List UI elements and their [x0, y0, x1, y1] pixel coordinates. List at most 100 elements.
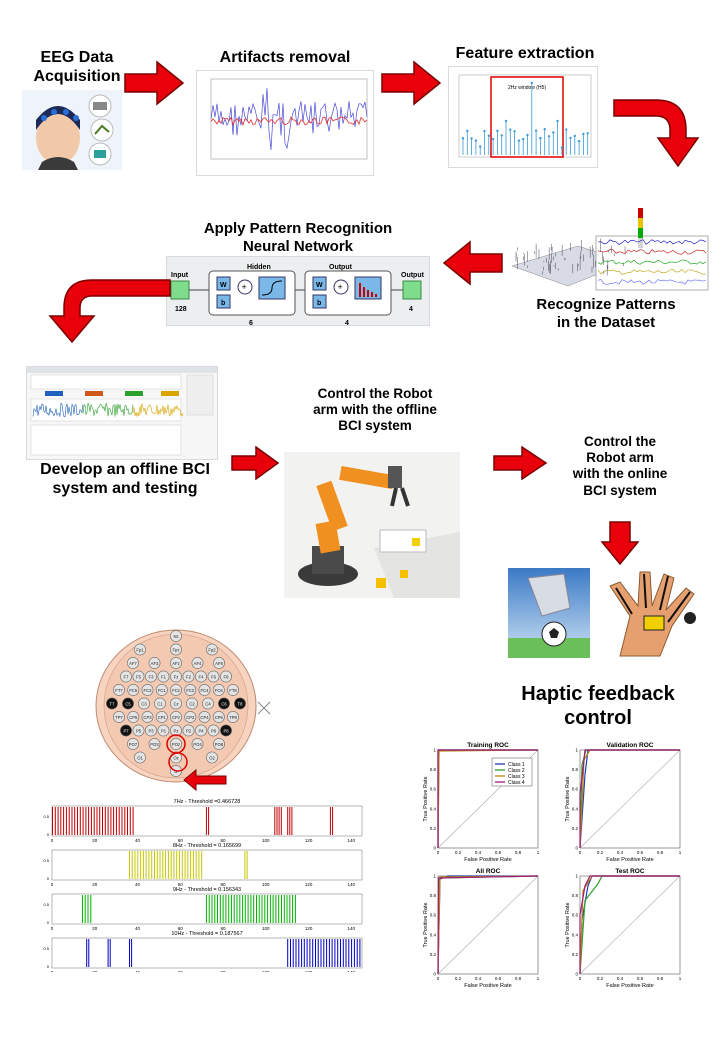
electrode-p6: [207, 724, 220, 737]
label-haptic-line2: control: [564, 707, 632, 729]
spike-bar: [85, 807, 87, 835]
spectrum-stem-marker: [573, 134, 576, 138]
spike-bar: [337, 939, 339, 967]
roc-x-tick: 0.6: [637, 850, 644, 855]
spike-bar: [303, 939, 305, 967]
spike-tick-label: 120: [305, 882, 313, 887]
robot-arm-illustration: [284, 452, 460, 598]
roc-x-tick: 0.8: [657, 976, 664, 981]
spike-bar: [225, 895, 227, 923]
label-artifacts-removal: Artifacts removal: [198, 48, 372, 67]
electrode-f8: [220, 670, 232, 683]
nn-output-size: 4: [345, 320, 349, 325]
spike-bar: [315, 939, 316, 967]
spike-y-tick: 0.5: [43, 858, 49, 863]
roc-x-tick: 1: [679, 976, 682, 981]
spike-bar: [292, 939, 294, 967]
spike-bar: [269, 895, 271, 923]
spike-tick-label: 80: [220, 838, 226, 843]
arrow-3-curved: [612, 86, 702, 175]
spike-y-tick: 0.5: [43, 902, 49, 907]
gui-signal-trace: [82, 402, 134, 417]
spike-y-tick: 0: [47, 876, 50, 881]
pattern-dataset-plot: [508, 206, 712, 292]
electrode-label: C4: [205, 701, 211, 706]
spectrum-stem-marker: [526, 133, 529, 137]
electrode-af7: [127, 657, 139, 669]
electrode-cp5: [127, 711, 140, 723]
spike-bar: [81, 895, 83, 923]
spike-bar: [131, 851, 133, 879]
electrode-afz: [170, 657, 182, 669]
spectrum-stem-marker: [504, 119, 508, 123]
spike-bar: [309, 939, 311, 967]
eeg-headset-photo: [22, 90, 122, 170]
spike-bar: [148, 851, 150, 879]
spectrum-stem-marker: [547, 135, 551, 138]
roc-x-tick: 0.4: [617, 850, 624, 855]
electrode-label: F8: [224, 674, 230, 679]
artifacts-signal-svg: [210, 78, 368, 160]
label-nn-line2: Neural Network: [242, 238, 354, 255]
electrode-label: FC1: [158, 688, 167, 693]
nn-final-output-size: 4: [409, 306, 413, 313]
roc-y-tick: 0.8: [572, 893, 579, 898]
roc-curve: [437, 875, 539, 975]
spike-bar: [289, 807, 291, 835]
electrode-label: P6: [211, 728, 217, 733]
spike-bar: [86, 939, 88, 967]
nn-output-label: Output: [329, 264, 353, 271]
electrode-label: O2: [209, 755, 215, 760]
dataset-trace: [597, 269, 707, 275]
spike-bar: [84, 895, 86, 923]
spike-bar: [301, 939, 303, 967]
feature-window-label: 2Hz window (H5): [508, 85, 546, 91]
spike-chart-title: 7Hz - Threshold =0.466728: [174, 799, 241, 805]
electrode-label: P8: [223, 728, 229, 733]
spike-bar: [280, 807, 282, 835]
arrow-4-left: [442, 240, 504, 291]
spike-bar: [290, 939, 291, 967]
label-online-line3: with the online: [572, 466, 668, 482]
arrow-2: [380, 60, 442, 111]
spike-bar: [264, 895, 266, 923]
spike-bar: [132, 807, 134, 835]
spike-bar: [244, 851, 246, 879]
electrode-af8: [213, 657, 225, 669]
spike-bar: [328, 939, 330, 967]
roc-x-tick: 0: [579, 850, 582, 855]
spike-tick-label: 0: [51, 838, 54, 843]
electrode-label: FC5: [129, 688, 138, 693]
spike-bar: [184, 851, 186, 879]
electrode-label: T8: [238, 701, 244, 706]
roc-legend-label: Class 2: [508, 768, 525, 774]
electrode-label: PO8: [215, 742, 224, 747]
offline-bci-gui-screenshot: [26, 366, 218, 460]
spectrum-stem-marker: [530, 81, 533, 85]
electrode-c6: [218, 697, 230, 710]
roc-x-tick: 0.2: [597, 976, 604, 981]
roc-chart-title: Test ROC: [615, 868, 644, 875]
label-recognize-patterns: Recognize Patterns in the Dataset: [508, 296, 704, 332]
spike-tick-label: 20: [92, 926, 98, 931]
spike-bar: [256, 895, 257, 923]
filtered-eeg-trace: [210, 116, 368, 127]
spike-bar: [57, 807, 59, 835]
spike-bar: [137, 851, 139, 879]
roc-x-tick: 0: [437, 850, 440, 855]
spike-bar: [239, 895, 241, 923]
spike-bar: [187, 851, 189, 879]
label-offline-bci: Develop an offline BCI system and testin…: [20, 460, 230, 498]
electrode-label: Nz: [173, 634, 178, 639]
roc-y-tick: 0.6: [430, 787, 437, 792]
spike-y-tick: 0: [47, 920, 50, 925]
roc-y-tick: 0: [575, 972, 578, 977]
dataset-trace: [597, 259, 707, 265]
electrode-fc5: [127, 684, 140, 696]
spike-bar: [82, 807, 84, 835]
label-robot-line3: BCI system: [338, 418, 412, 434]
electrode-label: CPz: [172, 715, 180, 720]
